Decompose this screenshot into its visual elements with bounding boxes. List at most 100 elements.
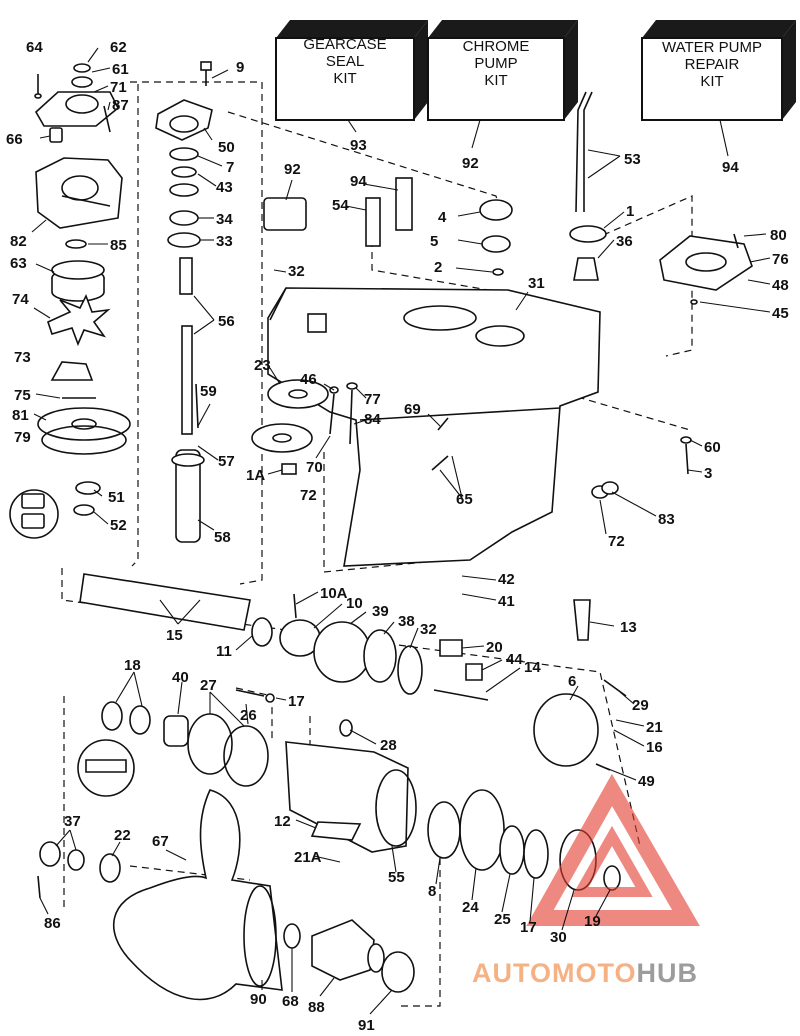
callout-14: 20	[486, 639, 503, 656]
callout-1: 31	[528, 275, 545, 292]
watermark-hub: HUB	[637, 958, 699, 988]
callout-6: 17	[288, 693, 305, 710]
impeller	[47, 294, 111, 347]
callout-29: 28	[380, 737, 397, 754]
callout-50: 50	[218, 139, 235, 156]
callout-64: 64	[26, 39, 43, 56]
callout-58: 58	[214, 529, 231, 546]
callout-13: 44	[506, 651, 523, 668]
callout-74: 74	[12, 291, 29, 308]
callout-62: 62	[110, 39, 127, 56]
callout-49: 21	[646, 719, 663, 736]
callout-57: 57	[218, 453, 235, 470]
callout-70: 84	[364, 411, 381, 428]
callout-51: 51	[108, 489, 125, 506]
anodes-and-bolts-middle	[251, 379, 692, 499]
callout-8: 21A	[294, 849, 322, 866]
callout-82: 82	[10, 233, 27, 250]
watermark-text: AUTOMOTOHUB	[472, 958, 698, 988]
callout-78: 91	[358, 1017, 375, 1034]
callout-76: 36	[616, 233, 633, 250]
water-pump-cover-assembly	[34, 63, 120, 143]
water-pump-base-plate	[659, 233, 753, 305]
callout-84: 46	[300, 371, 317, 388]
leader-92	[471, 119, 481, 149]
watermark-auto: AUTO	[472, 958, 552, 988]
callout-21A: 49	[638, 773, 655, 790]
leader-lines	[31, 47, 771, 1015]
callout-3: 65	[456, 491, 473, 508]
callout-67: 37	[64, 813, 81, 830]
callout-37: 30	[550, 929, 567, 946]
callout-10: 41	[498, 593, 515, 610]
impeller-plate-and-gasket	[37, 361, 131, 455]
kit-chrome-pump-line-2: PUMP	[474, 55, 517, 72]
callout-17-left: 27	[200, 677, 217, 694]
callout-40: 11	[216, 643, 232, 660]
kit-gearcase-seal-line-1: GEARCASE	[303, 36, 386, 53]
callout-10A: 42	[498, 571, 515, 588]
callout-24: 55	[388, 869, 405, 886]
callout-48: 80	[770, 227, 787, 244]
driveshaft-assembly	[155, 61, 213, 543]
leader-94	[719, 119, 729, 157]
callout-72-right: 3	[704, 465, 712, 482]
callout-52: 52	[110, 517, 127, 534]
callout-21: 6	[568, 673, 576, 690]
callout-39: 10A	[320, 585, 348, 602]
callout-32-upper: 5	[430, 233, 438, 250]
callout-26: 40	[172, 669, 189, 686]
leader-93	[347, 119, 357, 133]
callout-72-middle: 70	[306, 459, 323, 476]
callout-31: 2	[434, 259, 442, 276]
water-pump-housing	[35, 157, 123, 249]
callout-90: 67	[152, 833, 169, 850]
callout-91: 68	[282, 993, 299, 1010]
kit-water-pump-line-2: REPAIR	[685, 56, 740, 73]
callout-83: 60	[704, 439, 721, 456]
callout-88: 90	[250, 991, 267, 1008]
seal-detail-inset	[9, 481, 101, 539]
callout-81: 81	[12, 407, 29, 424]
callout-7: 7	[226, 159, 234, 176]
callout-17-right: 24	[462, 899, 479, 916]
callout-12: 16	[646, 739, 663, 756]
callout-59: 59	[200, 383, 217, 400]
kit-chrome-pump-line-1: CHROME	[463, 38, 530, 55]
callout-45: 76	[772, 251, 789, 268]
callout-60: 72	[300, 487, 317, 504]
kit-chrome-pump-line-3: KIT	[484, 72, 507, 89]
kit-water-pump-line-3: KIT	[700, 73, 723, 90]
callout-19: 17	[520, 919, 537, 936]
callout-68: 86	[44, 915, 61, 932]
callout-93: 93	[350, 137, 367, 154]
callout-89: 88	[308, 999, 325, 1016]
propshaft-row	[79, 573, 627, 771]
callout-87: 87	[112, 97, 129, 114]
callout-15: 14	[524, 659, 541, 676]
callout-11: 13	[620, 619, 637, 636]
callout-27: 18	[124, 657, 141, 674]
callout-18: 15	[166, 627, 183, 644]
callout-53: 32	[288, 263, 305, 280]
callout-56: 56	[218, 313, 235, 330]
callout-44: 32	[420, 621, 437, 638]
callout-4: 94	[350, 173, 367, 190]
callout-71: 71	[110, 79, 127, 96]
callout-61: 61	[112, 61, 129, 78]
callout-69: 77	[364, 391, 381, 408]
watermark-logo: AUTOMOTOHUB	[472, 773, 700, 988]
callout-85: 85	[110, 237, 127, 254]
callout-77: 23	[254, 357, 271, 374]
callout-43: 43	[216, 179, 233, 196]
callout-65: 1A	[246, 467, 265, 484]
callout-16: 29	[632, 697, 649, 714]
callout-66: 66	[6, 131, 23, 148]
gearcase-housing	[263, 177, 601, 567]
impeller-liner	[51, 260, 105, 302]
callout-41: 72	[608, 533, 625, 550]
callout-labels: 64 62 61 71 87 66 82 85 63 74 73 75 81 7…	[6, 39, 789, 1034]
callout-79: 79	[14, 429, 31, 446]
callout-30: 25	[494, 911, 511, 928]
